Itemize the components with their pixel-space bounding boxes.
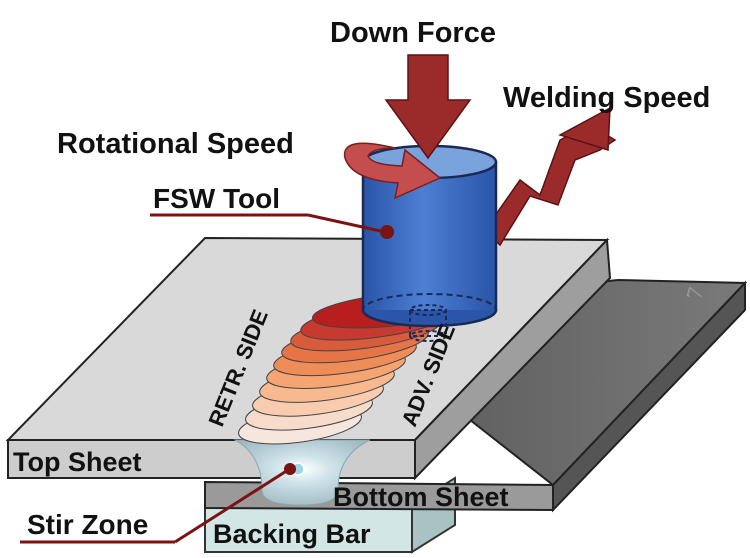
stir-zone-pointer-dot bbox=[284, 463, 296, 475]
label-bottom-sheet: Bottom Sheet bbox=[333, 482, 509, 512]
welding-speed-arrow bbox=[484, 106, 617, 247]
label-fsw-tool: FSW Tool bbox=[153, 183, 280, 214]
label-down-force: Down Force bbox=[330, 17, 496, 49]
label-backing-bar: Backing Bar bbox=[213, 519, 371, 549]
label-welding-speed: Welding Speed bbox=[503, 82, 710, 114]
leader-lines bbox=[20, 213, 394, 544]
label-top-sheet: Top Sheet bbox=[13, 447, 142, 477]
rotational-speed-arrow bbox=[343, 142, 442, 200]
watermark-mark: 7 bbox=[682, 284, 708, 303]
label-stir-zone: Stir Zone bbox=[27, 509, 148, 540]
fsw-tool-pointer-dot bbox=[380, 225, 394, 239]
label-rotational-speed: Rotational Speed bbox=[57, 128, 294, 160]
down-force-arrow bbox=[384, 54, 472, 160]
